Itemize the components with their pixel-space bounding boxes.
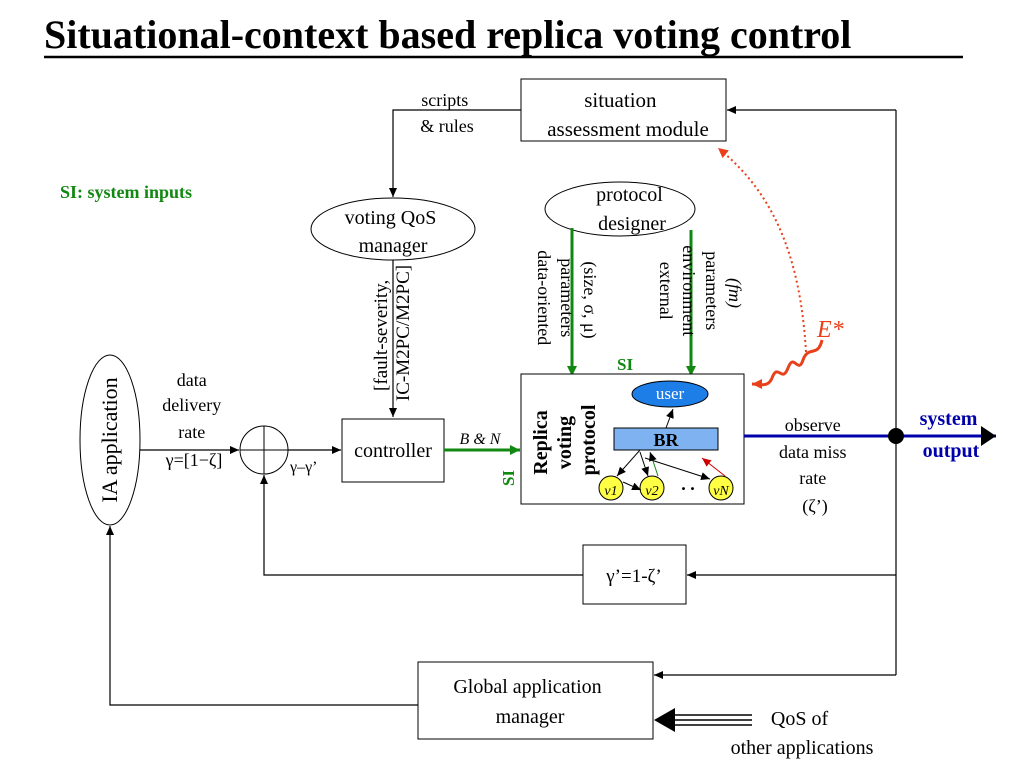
br-to-user-arrow — [665, 408, 674, 429]
ia-application-label: IA application — [97, 377, 122, 502]
br-to-v1-arrow — [616, 449, 641, 477]
replica-label: Replica voting protocol — [530, 404, 600, 475]
global-app-manager-label: Global application manager — [453, 676, 606, 728]
qos-triple-arrowhead — [654, 708, 675, 732]
replica-dots: . . — [681, 474, 695, 494]
controller-label: controller — [354, 440, 432, 462]
protocol-designer[interactable] — [544, 181, 696, 237]
replica-vN[interactable] — [708, 475, 734, 501]
v1-label: v1 — [604, 484, 617, 499]
global-app-manager-box[interactable] — [417, 661, 654, 740]
replica-v1[interactable] — [598, 475, 624, 501]
br-to-vN-arrow — [644, 457, 711, 481]
feedback-to-sum-arrow — [260, 475, 583, 576]
situation-assessment-box[interactable] — [520, 78, 727, 142]
br-label: BR — [653, 430, 679, 450]
fault-severity-label: [fault-severity, IC-M2PC/M2PC] — [371, 265, 414, 401]
page-title: Situational-context based replica voting… — [44, 12, 851, 57]
data-delivery-label: data delivery rate γ=[1−ζ] — [162, 370, 225, 470]
gamma-diff-label: γ–γ’ — [289, 459, 317, 476]
feedback-label: γ’=1-ζ’ — [605, 566, 661, 587]
feedback-box[interactable] — [582, 544, 687, 605]
e-star-label: E* — [816, 317, 844, 343]
protocol-designer-label: protocol designer — [596, 184, 668, 235]
si-label-side: SI — [499, 470, 518, 486]
global-to-ia-arrow — [106, 526, 418, 706]
user-node[interactable] — [631, 380, 709, 408]
scripts-rules-label: scripts & rules — [420, 90, 474, 136]
controller-box[interactable] — [341, 418, 445, 483]
v2-to-br-arrow — [649, 451, 659, 477]
observe-label: observe data miss rate (ζ’) — [779, 415, 851, 517]
scripts-arrow — [389, 109, 521, 197]
si-label-top: SI — [617, 355, 633, 374]
v2-label: v2 — [645, 484, 658, 499]
situation-label: situation assessment module — [547, 88, 709, 141]
external-env-label: external environment parameters (fm) — [656, 245, 745, 340]
e-star-dotted-arrow — [717, 147, 807, 353]
bn-label: B & N — [460, 431, 502, 448]
user-label: user — [656, 384, 685, 403]
vN-to-br-arrow — [701, 457, 726, 477]
ia-application[interactable] — [79, 354, 141, 526]
vN-label: vN — [713, 484, 729, 499]
data-oriented-label: data-oriented parameters (size, σ, μ) — [534, 250, 600, 349]
e-star-wavy-arrow — [751, 339, 824, 390]
v1-v2-link — [622, 481, 642, 491]
qos-other-label: QoS of other applications — [731, 708, 874, 759]
br-to-v2-arrow — [639, 451, 649, 477]
voting-qos-label: voting QoS manager — [345, 207, 442, 257]
system-output-label: system output — [920, 408, 983, 462]
si-legend: SI: system inputs — [60, 182, 192, 202]
